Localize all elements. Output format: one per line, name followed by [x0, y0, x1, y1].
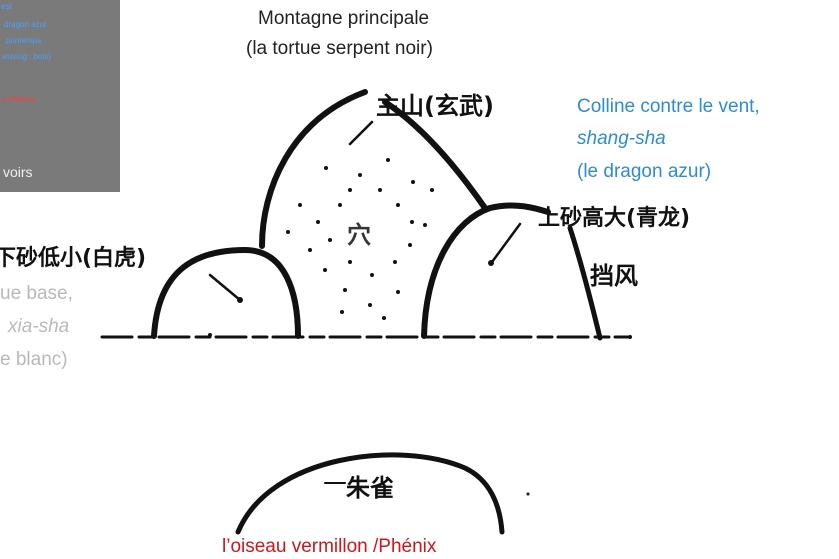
- right-caption-line1: Colline contre le vent,: [577, 96, 760, 117]
- center-cjk: 穴: [347, 221, 371, 249]
- pointer-left-dot: [237, 297, 243, 303]
- legend-line-1: est: [1, 2, 12, 11]
- pointer-left: [208, 273, 242, 302]
- front-caption: l’oiseau vermillon /Phénix: [222, 536, 437, 557]
- right-hill-cjk: 上砂高大(青龙): [538, 206, 691, 231]
- right-hill-outline: [421, 202, 551, 339]
- main-mountain-cjk: 主山(玄武): [376, 92, 494, 120]
- wind-slope: [567, 225, 603, 341]
- left-caption-line2: xia-sha: [8, 316, 70, 337]
- left-caption-line3: e blanc): [0, 349, 68, 370]
- main-mountain-outline: [259, 89, 368, 249]
- left-hill-outline: [151, 247, 301, 339]
- legend-line-5: n /Phénix: [2, 95, 36, 104]
- left-caption-line1: ue base,: [0, 283, 73, 304]
- inset-legend-box: est dragon azur printemps wuxing : bois)…: [0, 0, 120, 192]
- legend-line-6: voirs: [3, 164, 33, 180]
- legend-line-2: dragon azur: [4, 20, 47, 29]
- legend-line-3: printemps: [6, 36, 42, 45]
- pointer-right-dot: [488, 260, 494, 266]
- main-mountain-caption-line2: (la tortue serpent noir): [246, 38, 433, 59]
- left-hill-cjk: 下砂低小(白虎): [0, 246, 147, 271]
- right-caption-line2: shang-sha: [577, 128, 666, 149]
- legend-line-4: wuxing : bois): [2, 52, 51, 61]
- pointer-main: [348, 120, 374, 146]
- pointer-right: [490, 222, 522, 264]
- front-arc: [235, 452, 505, 535]
- right-caption-line3: (le dragon azur): [577, 161, 712, 182]
- wind-block-cjk: 挡风: [590, 262, 638, 290]
- main-mountain-right-slope: [382, 99, 488, 211]
- front-cjk: 朱雀: [346, 474, 394, 502]
- main-mountain-caption-line1: Montagne principale: [258, 8, 430, 29]
